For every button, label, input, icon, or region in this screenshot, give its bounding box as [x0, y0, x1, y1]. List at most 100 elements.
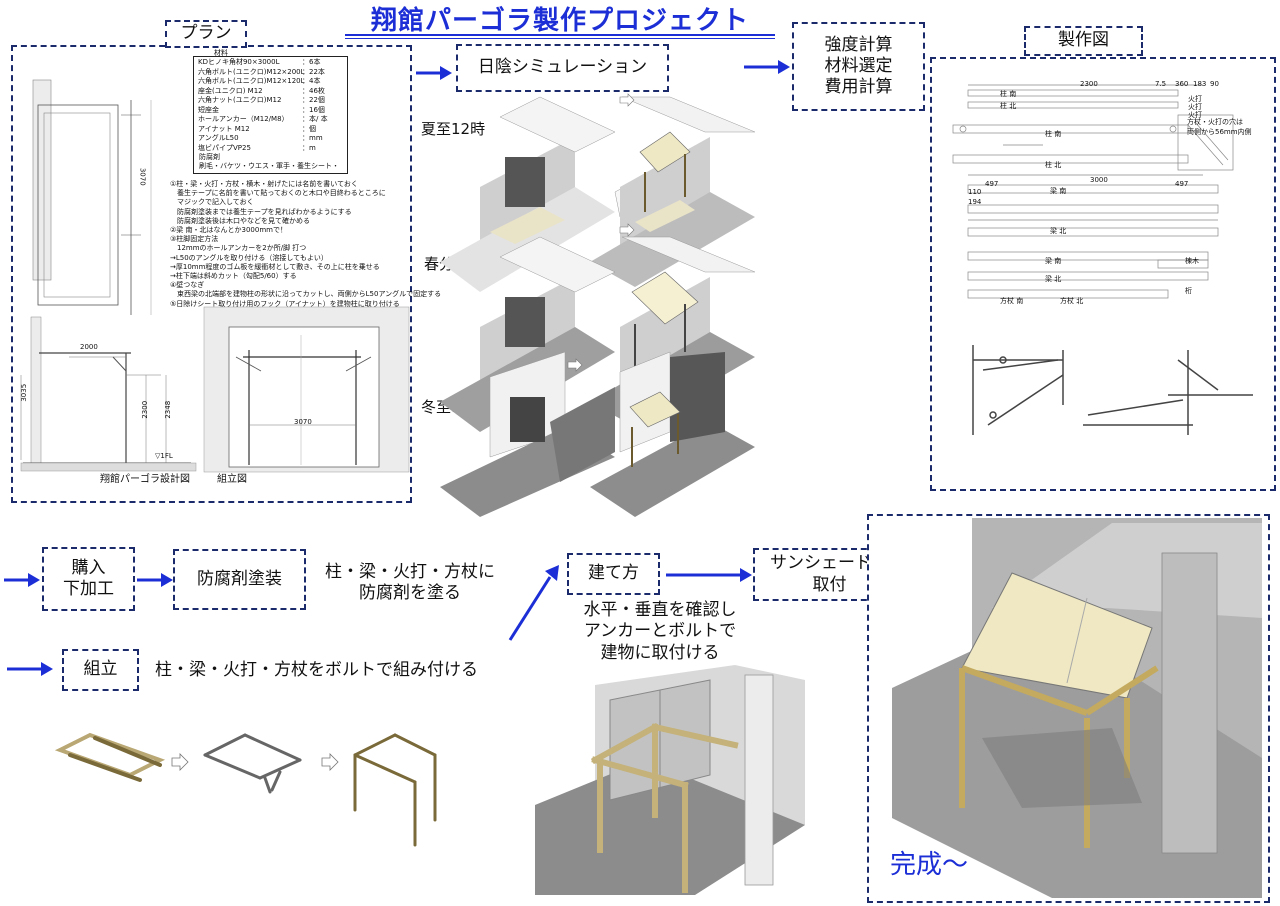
- fab-dimension: 3000: [1090, 176, 1108, 184]
- shade-sim-box: 日陰シミュレーション: [456, 44, 669, 92]
- dim-3070-side: 3070: [138, 167, 147, 186]
- dim-2000: 2000: [80, 343, 98, 351]
- fab-part-label: 梁 南: [1050, 187, 1067, 195]
- fab-part-label: 方杖 北: [1060, 297, 1084, 305]
- instruction-line: ①柱・梁・火打・方杖・横木・射げたには名前を書いておく: [170, 180, 358, 188]
- fab-dimension: 110: [968, 188, 982, 196]
- arrow-plan-to-sim: [416, 66, 452, 80]
- dim-3035: 3035: [20, 383, 29, 402]
- material-qty: ：22個: [302, 96, 325, 104]
- fab-part-label: 火打: [1188, 95, 1202, 103]
- arrow-erection-to-sunshade: [666, 568, 752, 582]
- preservative-box: 防腐剤塗装: [173, 549, 306, 610]
- fab-drawing-lines: [952, 84, 1253, 435]
- dim-2348: 2348: [164, 400, 173, 419]
- instruction-line: ②梁 南・北はなんとか3000mmで！: [170, 226, 287, 234]
- erection-render: [535, 665, 805, 905]
- fab-drawing-panel: [930, 57, 1276, 491]
- material-qty: ：22本: [302, 67, 325, 76]
- caption-assembly: 組立図: [217, 474, 247, 485]
- fab-dimension: 183: [1193, 80, 1207, 88]
- instruction-line: ③柱脚固定方法: [170, 235, 219, 244]
- instruction-line: →L50のアングルを取り付ける（溶接してもよい）: [170, 253, 328, 262]
- floor-mark: ▽1FL: [155, 452, 173, 460]
- fab-dimension: 194: [968, 198, 982, 206]
- material-qty: ：46枚: [302, 86, 325, 95]
- material-qty: ：mm: [302, 134, 323, 142]
- material-name: アイナット M12: [198, 124, 250, 133]
- material-name: アングルL50: [198, 134, 239, 142]
- instruction-line: ④壁つなぎ: [170, 281, 205, 290]
- fab-part-label: 方杖 南: [1000, 297, 1024, 305]
- material-name: 六角ボルト(ユニクロ)M12×120L: [198, 77, 305, 85]
- fab-part-label: 棟木: [1185, 257, 1199, 265]
- erection-box: 建て方: [567, 553, 660, 595]
- assembly-box: 組立: [62, 649, 139, 691]
- preservative-note: 柱・梁・火打・方杖に 防腐剤を塗る: [325, 562, 495, 604]
- instruction-line: 束西梁の北端部を建物柱の形状に沿ってカットし、両側からL50アングルで固定する: [170, 290, 442, 299]
- plan-box: プラン: [165, 20, 247, 48]
- fab-part-label: 柱 北: [1000, 102, 1017, 110]
- material-qty: ：6本: [302, 58, 321, 66]
- material-name: ホールアンカー（M12/M8）: [198, 115, 289, 123]
- fab-part-label: 梁 南: [1045, 257, 1062, 265]
- arrow-purchase-to-preservative: [137, 573, 173, 587]
- material-qty: ：m: [302, 143, 316, 152]
- fab-drawing-box: 製作図: [1024, 26, 1143, 56]
- final-label: 完成〜: [890, 850, 969, 880]
- plan-section-drawing: [20, 79, 410, 473]
- instruction-line: 養生テープに名前を書いて貼っておくのと木口や目終わるところに: [170, 189, 386, 198]
- arrow-into-purchase: [4, 573, 40, 587]
- purchase-box: 購入 下加工: [42, 547, 135, 611]
- instruction-line: →柱下端は斜めカット（勾配5/60）する: [170, 272, 297, 280]
- fab-dimension: 2300: [1080, 80, 1098, 88]
- caption-design: 翔館パーゴラ設計図: [100, 474, 190, 485]
- erection-note: 水平・垂直を確認し アンカーとボルトで 建物に取付ける: [583, 600, 737, 663]
- fab-dimension: 360: [1175, 80, 1189, 88]
- shade-sim-renders: [440, 93, 756, 517]
- arrow-sim-to-calc: [744, 60, 790, 74]
- page-title: 翔館パーゴラ製作プロジェクト: [370, 6, 749, 36]
- fab-part-label: 火打: [1188, 103, 1202, 111]
- fab-dimension: 7.5: [1155, 80, 1167, 88]
- fab-part-label: 桁: [1185, 287, 1192, 295]
- dim-3070-plan: 3070: [294, 418, 312, 426]
- instruction-line: マジックで記入しておく: [170, 198, 254, 207]
- material-qty: ：16個: [302, 105, 325, 114]
- misc-header: 防腐剤: [199, 153, 220, 161]
- instruction-line: 防腐剤塗装までは養生テープを見ればわかるようにする: [170, 207, 352, 216]
- material-qty: ：個: [302, 124, 316, 133]
- fab-part-label: 火打: [1188, 111, 1202, 119]
- instruction-line: ⑤日除けシート取り付け用のフック（アイナット）を建物柱に取り付ける: [170, 299, 400, 308]
- fab-part-label: 柱 北: [1045, 161, 1062, 169]
- title-underline-2: [345, 38, 775, 39]
- fab-dimension: 497: [985, 180, 999, 188]
- instruction-line: →厚10mm程度のゴム板を緩衝材として敷き、その上に柱を乗せる: [170, 262, 380, 271]
- assembly-sequence: [54, 732, 437, 847]
- title-underline: [345, 34, 775, 36]
- material-name: 座金(ユニクロ) M12: [198, 86, 263, 95]
- calc-box: 強度計算 材料選定 費用計算: [792, 22, 925, 111]
- material-name: KDヒノキ角材90×3000L: [198, 58, 280, 66]
- misc-items: 刷毛・バケツ・ウエス・軍手・養生シート・: [199, 162, 339, 170]
- arrow-into-erection: [508, 565, 559, 641]
- dim-2300: 2300: [141, 400, 150, 419]
- sim-summer: 夏至12時: [421, 120, 486, 138]
- fab-note: 方杖・火打の穴は 両側から56mm内側: [1187, 118, 1252, 136]
- assembly-note: 柱・梁・火打・方杖をボルトで組み付ける: [155, 660, 478, 680]
- material-qty: ：4本: [302, 77, 321, 85]
- material-name: 塩ビパイプVP25: [198, 143, 251, 152]
- material-name: 短座金: [198, 105, 219, 114]
- instruction-line: 防腐剤塗装後は木口やなどを見て確かめる: [170, 216, 310, 225]
- fab-part-label: 梁 北: [1050, 227, 1067, 235]
- instruction-line: 12mmのホールアンカーを2か所/脚 打つ: [170, 244, 307, 253]
- fab-dimension: 497: [1175, 180, 1189, 188]
- materials-header: 材料: [214, 49, 228, 57]
- fab-part-label: 柱 南: [1000, 90, 1017, 98]
- fab-part-label: 柱 南: [1045, 130, 1062, 138]
- material-name: 六角ボルト(ユニクロ)M12×200L: [198, 67, 305, 76]
- materials-table: [193, 56, 348, 174]
- material-qty: ：本/ 本: [302, 115, 328, 123]
- fab-part-label: 梁 北: [1045, 275, 1062, 283]
- arrow-into-assembly: [7, 662, 53, 676]
